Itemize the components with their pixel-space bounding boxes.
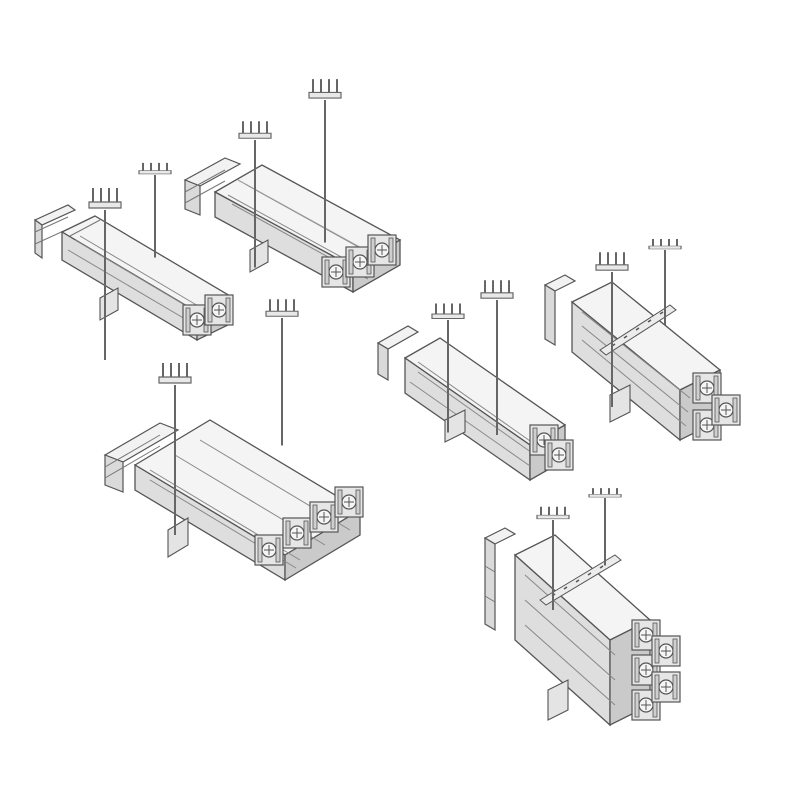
busway-unit-triple-vertical bbox=[483, 487, 681, 727]
busway-unit-double-horizontal bbox=[183, 78, 402, 294]
busway-unit-single-vertical bbox=[376, 279, 574, 482]
busway-unit-double-vertical bbox=[543, 238, 741, 442]
busway-unit-triple-horizontal bbox=[103, 298, 364, 582]
busway-unit-single-horizontal bbox=[33, 161, 234, 361]
